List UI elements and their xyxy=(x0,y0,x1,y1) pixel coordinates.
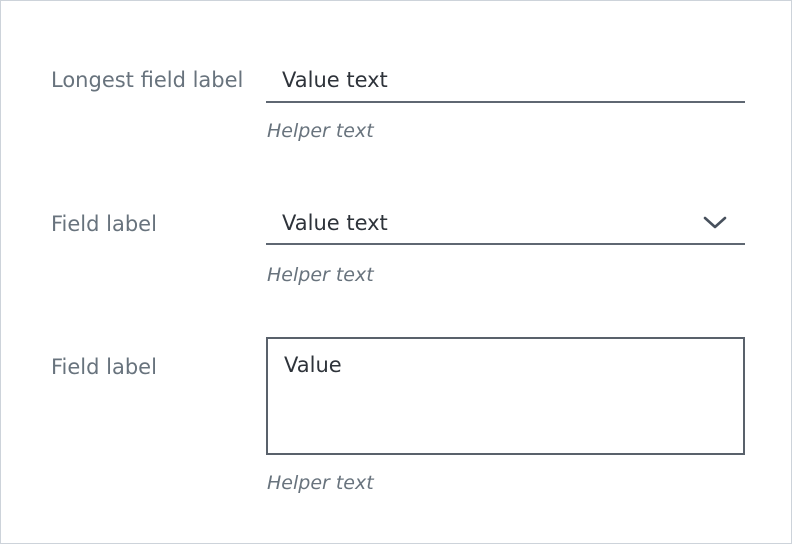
helper-text-2: Helper text xyxy=(267,264,374,286)
helper-text-3: Helper text xyxy=(267,472,374,494)
field-label-longest: Longest field label xyxy=(51,68,244,92)
textarea-field[interactable]: Value xyxy=(266,337,745,455)
field-label-select: Field label xyxy=(51,212,157,236)
chevron-down-icon xyxy=(703,216,727,229)
text-input[interactable] xyxy=(266,59,745,103)
helper-text-1: Helper text xyxy=(267,120,374,142)
field-label-textarea: Field label xyxy=(51,355,157,379)
select-field[interactable]: Value text xyxy=(266,202,745,245)
select-value: Value text xyxy=(282,210,388,235)
